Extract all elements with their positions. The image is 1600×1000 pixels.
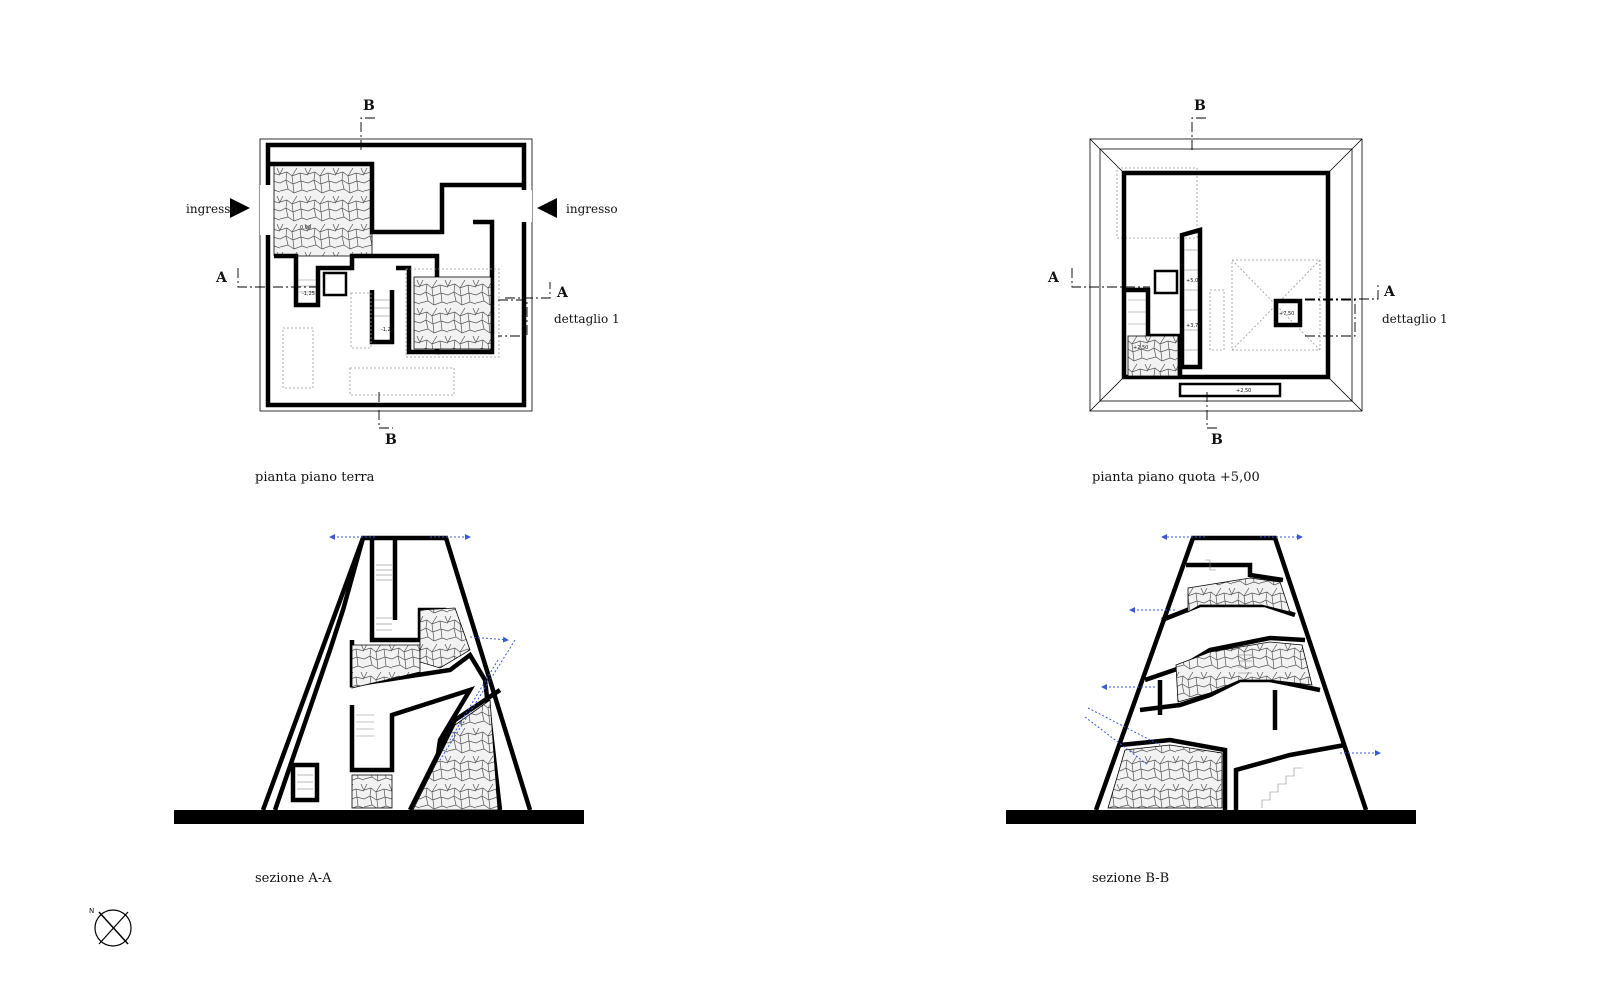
cut-label-a-left: A: [1047, 270, 1060, 286]
level-mark: +5,00: [1186, 278, 1201, 284]
north-label: N: [89, 907, 94, 915]
entry-arrow-right: [537, 198, 557, 218]
ground-line: [1006, 810, 1416, 824]
entry-arrow-left: [230, 198, 250, 218]
section-b-b: sezione B-B: [1006, 534, 1416, 886]
plan-ground-floor: 0,00 -1,25 -1,25 ingresso ingresso A A B…: [186, 98, 620, 485]
sun-ray: [1084, 716, 1149, 766]
level-mark: -1,25: [302, 291, 315, 297]
section-aa-caption: sezione A-A: [255, 871, 332, 886]
cut-label-a-right: A: [1383, 284, 1396, 300]
cut-label-a-right: A: [556, 285, 569, 301]
sun-ray: [439, 639, 516, 761]
level-mark: +2,50: [1133, 345, 1148, 351]
entry-label-right: ingresso: [566, 202, 618, 216]
plan-upper-caption: pianta piano quota +5,00: [1092, 470, 1260, 485]
cut-label-b-bottom: B: [1211, 432, 1223, 448]
cut-label-b-top: B: [363, 98, 375, 114]
sun-ray: [449, 659, 499, 741]
cut-label-b-bottom: B: [385, 432, 397, 448]
level-mark: +3,75: [1186, 323, 1201, 329]
level-mark: -1,25: [381, 327, 394, 333]
sun-ray: [1087, 707, 1161, 746]
section-a-a: sezione A-A: [174, 534, 584, 886]
entry-label-left: ingresso: [186, 202, 238, 216]
level-mark: +2,50: [1236, 388, 1251, 394]
ground-line: [174, 810, 584, 824]
plan-upper-floor: +2,50 +5,00 +3,75 +2,50 +7,50 A A B B de…: [1047, 98, 1448, 485]
level-mark: 0,00: [300, 225, 311, 231]
north-arrow-icon: N: [89, 907, 132, 947]
plan-ground-caption: pianta piano terra: [255, 470, 375, 485]
cut-label-b-top: B: [1194, 98, 1206, 114]
level-mark: +7,50: [1279, 311, 1294, 317]
detail-label: dettaglio 1: [1382, 312, 1448, 326]
detail-label: dettaglio 1: [554, 312, 620, 326]
section-bb-caption: sezione B-B: [1092, 871, 1169, 886]
cut-label-a-left: A: [215, 270, 228, 286]
